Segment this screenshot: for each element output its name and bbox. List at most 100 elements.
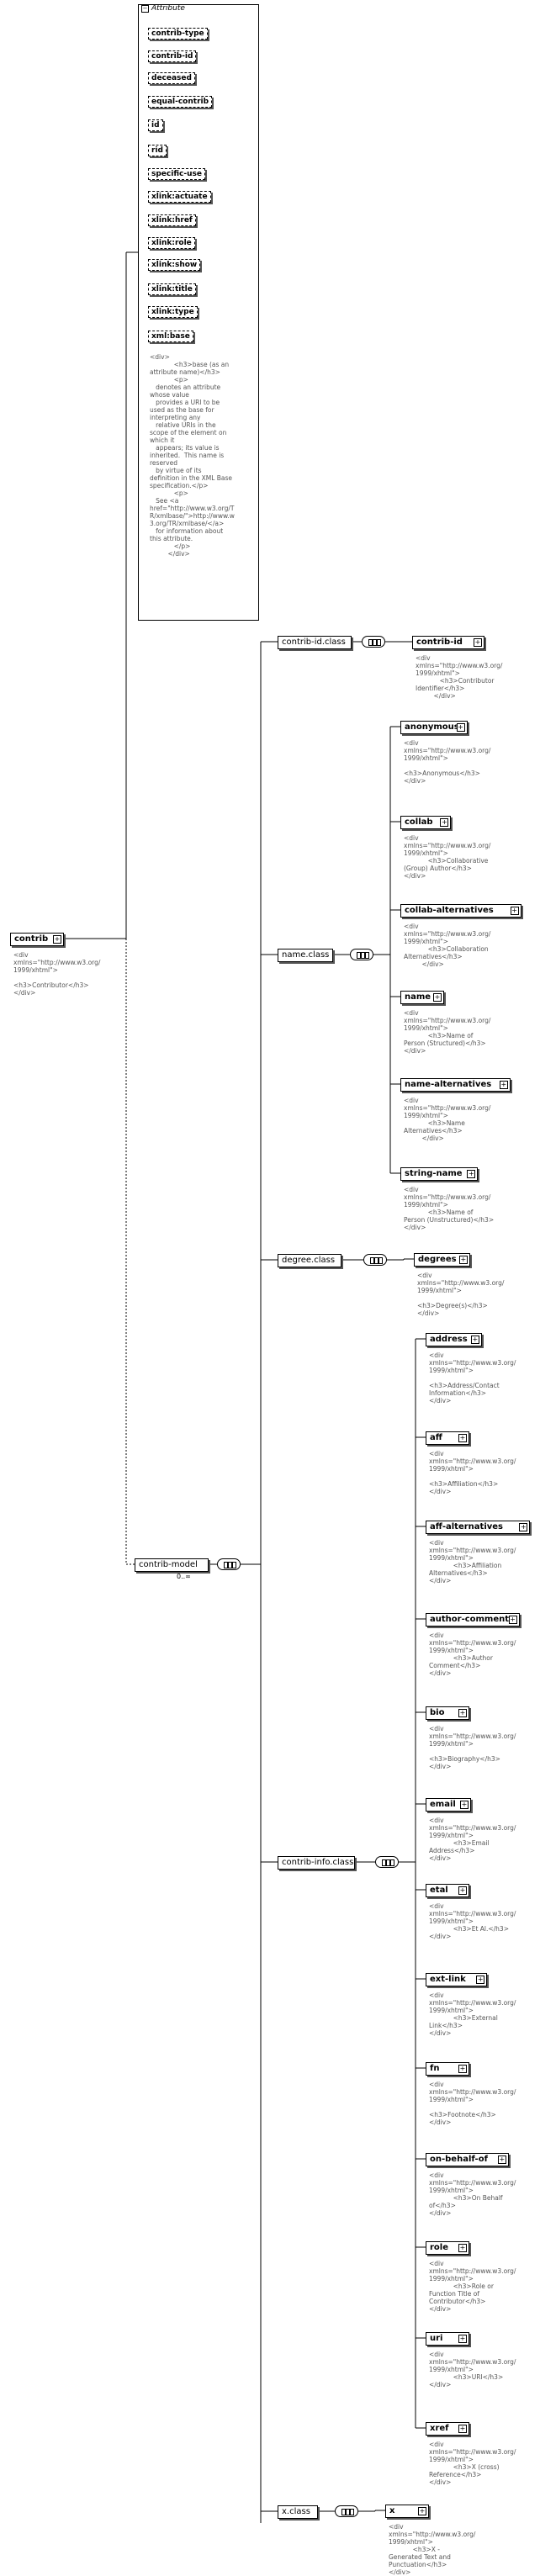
collapse-icon[interactable]: − [141,5,149,13]
group-contrib-id-class-label: contrib-id.class [282,637,346,647]
element-address[interactable]: address+ [426,1333,482,1346]
element-uri-label: uri [430,2334,443,2343]
expand-icon[interactable]: + [458,2244,467,2252]
attribute-item[interactable]: xlink:role [148,237,195,249]
expand-icon[interactable]: + [476,1976,485,1984]
expand-icon[interactable]: + [499,1081,508,1089]
sequence-compositor-icon[interactable] [363,1254,387,1266]
element-aff[interactable]: aff+ [426,1431,469,1445]
expand-icon[interactable]: + [497,2155,506,2164]
element-xref[interactable]: xref+ [426,2422,469,2436]
element-etal-label: etal [430,1886,448,1895]
attribute-item[interactable]: xlink:show [148,259,201,271]
element-on-behalf-of[interactable]: on-behalf-of+ [426,2153,509,2166]
element-doc: <div xmlns="http://www.w3.org/ 1999/xhtm… [429,1725,516,1770]
element-x[interactable]: x+ [385,2505,429,2518]
element-email[interactable]: email+ [426,1798,471,1812]
expand-icon[interactable]: + [470,1336,479,1344]
element-doc: <div xmlns="http://www.w3.org/ 1999/xhtm… [404,834,491,880]
expand-icon[interactable]: + [519,1523,528,1531]
attribute-item[interactable]: rid [148,145,167,156]
expand-icon[interactable]: + [458,1434,467,1442]
element-doc: <div xmlns="http://www.w3.org/ 1999/xhtm… [429,2260,516,2313]
attribute-item[interactable]: xlink:href [148,214,196,226]
sequence-dot-icon [377,639,381,646]
element-uri[interactable]: uri + [426,2332,469,2346]
element-anonymous[interactable]: anonymous+ [400,721,468,734]
element-bio[interactable]: bio+ [426,1706,469,1720]
expand-icon[interactable]: + [460,1801,469,1809]
expand-icon[interactable]: + [510,907,519,915]
model-group[interactable]: contrib-model [135,1558,209,1572]
element-collab[interactable]: collab+ [400,816,452,829]
group-contrib-info-class[interactable]: contrib-info.class [278,1856,355,1870]
element-fn[interactable]: fn+ [426,2062,469,2076]
element-degrees-label: degrees [418,1255,457,1264]
sequence-dot-icon [370,1257,374,1264]
attribute-item[interactable]: xlink:actuate [148,191,211,203]
attribute-header[interactable]: −Attribute [141,4,185,13]
element-contrib-id[interactable]: contrib-id+ [412,636,484,649]
element-anonymous-label: anonymous [405,722,459,732]
expand-icon[interactable]: + [458,2065,467,2073]
sequence-compositor-icon[interactable] [217,1558,241,1570]
group-degree-class-label: degree.class [282,1256,336,1265]
expand-icon[interactable]: + [440,818,449,827]
attribute-item[interactable]: xlink:title [148,283,196,295]
element-doc: <div xmlns="http://www.w3.org/ 1999/xhtm… [429,1351,516,1404]
expand-icon[interactable]: + [458,1709,467,1717]
attribute-item[interactable]: deceased [148,72,195,84]
element-aff-alternatives[interactable]: aff-alternatives+ [426,1521,531,1534]
expand-icon[interactable]: + [458,2425,467,2433]
element-degrees[interactable]: degrees+ [414,1253,470,1267]
element-name[interactable]: name+ [400,991,444,1004]
attribute-item[interactable]: xml:base [148,331,193,342]
sequence-compositor-icon[interactable] [350,949,373,960]
element-role[interactable]: role+ [426,2241,469,2255]
sequence-compositor-icon[interactable] [335,2505,358,2517]
expand-icon[interactable]: + [53,935,61,944]
element-author-comment[interactable]: author-comment+ [426,1613,520,1627]
sequence-compositor-icon[interactable] [362,636,385,648]
sequence-dot-icon [382,1859,386,1866]
sequence-compositor-icon[interactable] [375,1856,399,1868]
root-element[interactable]: contrib+ [10,933,64,946]
element-doc: <div xmlns="http://www.w3.org/ 1999/xhtm… [429,1817,516,1862]
expand-icon[interactable]: + [433,993,442,1002]
element-doc: <div xmlns="http://www.w3.org/ 1999/xhtm… [429,1632,516,1677]
attribute-item[interactable]: contrib-id [148,50,197,62]
element-collab-alternatives-label: collab-alternatives [405,906,494,915]
group-contrib-id-class[interactable]: contrib-id.class [278,636,352,649]
attribute-item-label: xlink:actuate [151,193,208,201]
expand-icon[interactable]: + [474,638,482,647]
attribute-item[interactable]: contrib-type [148,28,208,40]
attribute-item[interactable]: specific-use [148,168,205,180]
expand-icon[interactable]: + [508,1616,517,1624]
attribute-item[interactable]: xlink:type [148,306,198,318]
sequence-dot-icon [361,952,365,959]
sequence-dot-icon [386,1859,390,1866]
sequence-dot-icon [350,2509,354,2515]
expand-icon[interactable]: + [467,1170,476,1178]
expand-icon[interactable]: + [458,2335,467,2343]
element-etal[interactable]: etal + [426,1884,469,1897]
expand-icon[interactable]: + [456,723,465,732]
element-collab-alternatives[interactable]: collab-alternatives + [400,904,521,918]
group-degree-class[interactable]: degree.class [278,1254,341,1267]
attribute-item-label: xlink:role [151,239,192,247]
attribute-item[interactable]: id [148,119,163,131]
element-doc: <div xmlns="http://www.w3.org/ 1999/xhtm… [429,2171,516,2217]
group-x-class[interactable]: x.class [278,2505,318,2519]
expand-icon[interactable]: + [458,1886,467,1895]
expand-icon[interactable]: + [458,1256,468,1264]
group-name-class[interactable]: name.class [278,949,333,962]
element-doc: <div xmlns="http://www.w3.org/ 1999/xhtm… [404,1009,491,1055]
sequence-dot-icon [357,952,361,959]
element-name-alternatives[interactable]: name-alternatives+ [400,1078,511,1092]
element-author-comment-label: author-comment [430,1615,510,1624]
expand-icon[interactable]: + [418,2507,426,2515]
element-doc: <div xmlns="http://www.w3.org/ 1999/xhtm… [404,1186,495,1231]
element-ext-link[interactable]: ext-link+ [426,1973,488,1986]
element-string-name[interactable]: string-name+ [400,1167,479,1181]
attribute-item[interactable]: equal-contrib [148,96,213,108]
